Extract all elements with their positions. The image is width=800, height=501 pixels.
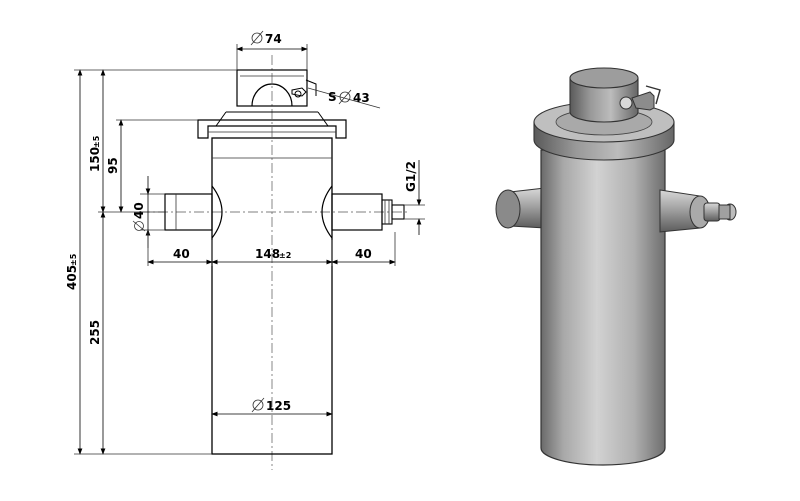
svg-text:S: S	[328, 90, 337, 104]
valve-fitting	[291, 79, 317, 97]
main-tube	[211, 137, 333, 455]
render-top-cap	[569, 77, 639, 123]
svg-text:125: 125	[266, 399, 291, 413]
dim-w148: 148 ±2	[255, 247, 291, 261]
svg-text:95: 95	[106, 157, 120, 174]
dim-d40: 40	[132, 202, 146, 232]
svg-text:43: 43	[353, 91, 370, 105]
render-main-tube	[540, 149, 666, 466]
dim-w40-right: 40	[355, 247, 372, 261]
svg-text:40: 40	[132, 202, 146, 219]
dim-d74: 74	[250, 30, 282, 46]
top-cap	[236, 69, 308, 107]
svg-text:405: 405	[65, 265, 79, 290]
render-valve	[619, 96, 633, 110]
dim-g12: G1/2	[404, 161, 418, 192]
flange	[197, 119, 347, 139]
svg-text:148: 148	[255, 247, 280, 261]
svg-text:255: 255	[88, 320, 102, 345]
dim-h150: 150 ±5	[88, 135, 102, 172]
svg-text:G1/2: G1/2	[404, 161, 418, 192]
svg-text:±5: ±5	[69, 253, 78, 266]
dim-s43: S 43	[328, 89, 370, 105]
orthographic-view: 74 S 43 405 ±5 150 ±5 255	[65, 30, 425, 470]
svg-text:74: 74	[265, 32, 282, 46]
dim-w40-left: 40	[173, 247, 190, 261]
isometric-render	[495, 67, 737, 466]
svg-text:±5: ±5	[92, 135, 101, 148]
dim-h95: 95	[106, 157, 120, 174]
ball-joint	[251, 83, 293, 107]
dim-d125: 125	[251, 397, 291, 413]
svg-text:±2: ±2	[279, 251, 291, 260]
svg-text:150: 150	[88, 147, 102, 172]
dim-h405: 405 ±5	[65, 253, 79, 290]
dim-h255: 255	[88, 320, 102, 345]
